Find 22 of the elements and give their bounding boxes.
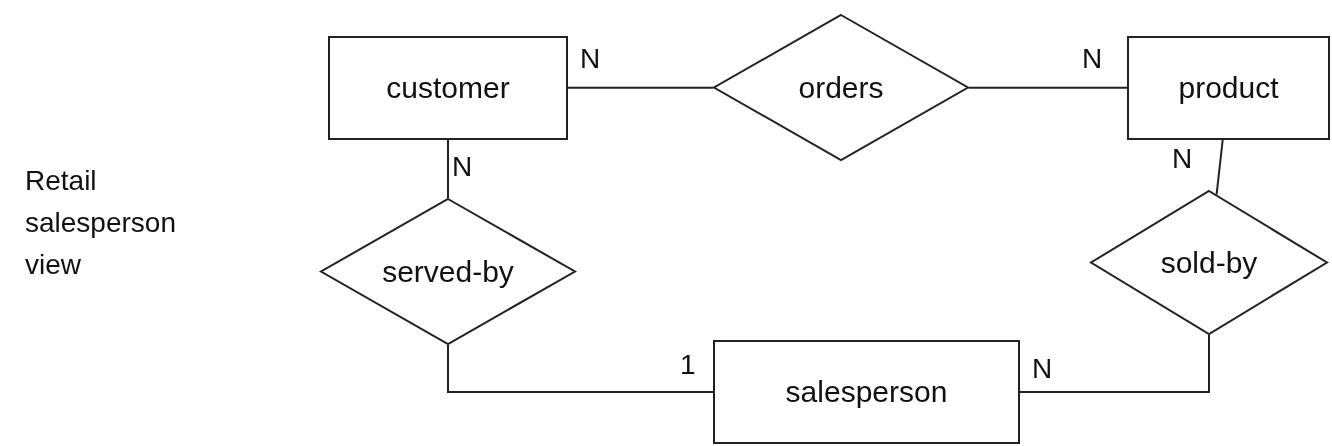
cardinality-label: N (452, 150, 473, 184)
connector-line (1215, 139, 1224, 196)
connector-line (567, 86, 715, 89)
cardinality-label: N (1082, 42, 1103, 76)
node-label: served-by (382, 254, 514, 289)
cardinality-label: 1 (680, 348, 696, 382)
node-label: product (1178, 71, 1279, 105)
connector-line (1019, 334, 1210, 393)
cardinality-label: N (1172, 142, 1193, 176)
connector-line (447, 139, 449, 199)
connector-line (967, 86, 1128, 89)
entity-box (713, 340, 1020, 444)
entity-box (328, 36, 568, 140)
node-label: salesperson (785, 375, 948, 409)
cardinality-label: N (1032, 352, 1053, 386)
cardinality-label: N (580, 42, 601, 76)
view-title: Retail salesperson view (25, 164, 177, 282)
entity-box (1127, 36, 1330, 140)
node-label: customer (386, 71, 510, 105)
node-label: sold-by (1160, 245, 1258, 280)
node-label: orders (798, 70, 884, 105)
connector-line (447, 344, 714, 393)
